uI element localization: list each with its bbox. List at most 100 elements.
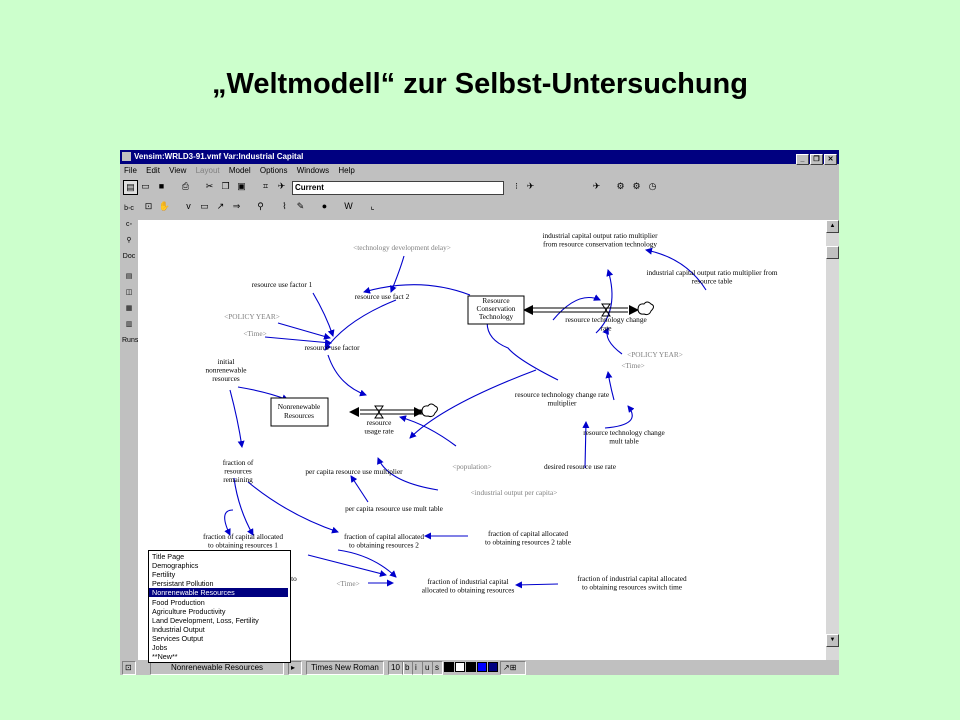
synthesim-icon[interactable]: ✈	[526, 181, 535, 191]
lock-icon[interactable]: ⊡	[144, 201, 153, 211]
causes-tree-icon[interactable]: b◦c	[124, 205, 134, 212]
view-list-item[interactable]: Nonrenewable Resources	[149, 588, 288, 598]
shape-color-swatch[interactable]	[488, 662, 498, 672]
window-titlebar[interactable]: Vensim:WRLD3-91.vmf Var:Industrial Capit…	[120, 150, 839, 165]
chart-tool-icon[interactable]: ⌞	[370, 201, 375, 211]
run-icon[interactable]: ✈	[592, 181, 601, 191]
vertical-scrollbar[interactable]: ▲ ▼	[826, 220, 839, 660]
table-time-icon[interactable]: ▥	[125, 321, 133, 328]
variable[interactable]: per capita resource use mult table	[345, 504, 443, 513]
model-diagram[interactable]: Resource Conservation Technology Nonrene…	[138, 220, 826, 660]
run-name-input[interactable]: Current	[292, 181, 504, 195]
variable[interactable]: desired resource use rate	[544, 462, 616, 471]
scan-icon[interactable]: ⁝	[515, 181, 518, 191]
variable[interactable]: resource use factor	[304, 343, 360, 352]
variable-partial[interactable]: to	[291, 574, 297, 583]
new-model-icon[interactable]: ▤	[123, 180, 138, 195]
view-list-item[interactable]: Agriculture Productivity	[152, 606, 226, 616]
font-name[interactable]: Times New Roman	[306, 661, 384, 675]
text-color-swatch[interactable]	[444, 662, 454, 672]
view-list-item[interactable]: **New**	[152, 652, 178, 662]
cut-icon[interactable]: ✂	[205, 181, 214, 191]
copy-icon[interactable]: ❐	[221, 181, 230, 191]
uses-tree-icon[interactable]: c◦	[126, 221, 132, 228]
graph-icon[interactable]: ◫	[125, 289, 133, 296]
shadow-variable[interactable]: <Time>	[621, 361, 644, 370]
menu-file[interactable]: File	[124, 166, 137, 175]
arrow-color-swatch[interactable]	[477, 662, 487, 672]
menu-windows[interactable]: Windows	[296, 166, 330, 175]
shadow-variable[interactable]: <population>	[452, 462, 491, 471]
variable-icon[interactable]: v	[186, 201, 191, 211]
arrow-tool-icon[interactable]: ↗	[216, 201, 225, 211]
variable[interactable]: industrial capital output ratio multipli…	[646, 268, 777, 286]
comment-icon[interactable]: ✎	[296, 201, 305, 211]
border-color-swatch[interactable]	[466, 662, 476, 672]
paste-icon[interactable]: ▣	[237, 181, 246, 191]
delete-icon[interactable]: ●	[321, 201, 328, 211]
clock-icon[interactable]: ◷	[648, 181, 657, 191]
font-size[interactable]: 10	[388, 661, 404, 675]
shadow-variable[interactable]: <technology development delay>	[353, 243, 451, 252]
view-next-icon[interactable]: ▸	[288, 661, 302, 675]
lock-view-icon[interactable]: ⊡	[122, 661, 136, 675]
graph-tool-icon[interactable]: ⌇	[282, 201, 287, 211]
loops-icon[interactable]: ⚲	[126, 237, 132, 244]
save-icon[interactable]: ■	[158, 181, 165, 191]
doc-tool[interactable]: Doc	[122, 253, 136, 260]
equations-icon[interactable]: W	[344, 201, 353, 211]
hand-icon[interactable]: ✋	[158, 201, 171, 211]
fill-color-swatch[interactable]	[455, 662, 465, 672]
shadow-variable[interactable]: <POLICY YEAR>	[224, 312, 280, 321]
stock-nonrenewable-resources[interactable]: Nonrenewable Resources	[270, 397, 329, 427]
view-list-item[interactable]: Land Development, Loss, Fertility	[152, 615, 259, 625]
scroll-up-icon[interactable]: ▲	[826, 220, 839, 233]
sensitivity-icon[interactable]: ⚙	[616, 181, 625, 191]
stock-resource-conservation-technology[interactable]: Resource Conservation Technology	[467, 295, 525, 325]
level-icon[interactable]: ▭	[200, 201, 209, 211]
menu-view[interactable]: View	[169, 166, 187, 175]
rate-icon[interactable]: ⇒	[232, 201, 241, 211]
view-selector[interactable]: Nonrenewable Resources	[150, 661, 284, 675]
menu-options[interactable]: Options	[259, 166, 288, 175]
variable[interactable]: resource use fact 2	[355, 292, 410, 301]
shadow-variable[interactable]: <industrial output per capita>	[471, 488, 558, 497]
model-var-icon[interactable]: ⚲	[257, 201, 264, 211]
view-list-item[interactable]: Food Production	[152, 597, 205, 607]
table-icon[interactable]: ▦	[125, 305, 133, 312]
menu-layout[interactable]: Layout	[195, 166, 220, 175]
shadow-variable[interactable]: <Time>	[336, 579, 359, 588]
view-list-item[interactable]: Industrial Output	[152, 624, 205, 634]
view-list-item[interactable]: Fertility	[152, 570, 176, 580]
shadow-variable[interactable]: <Time>	[243, 329, 266, 338]
app-icon[interactable]	[122, 152, 131, 161]
view-list-item[interactable]: Demographics	[152, 561, 199, 571]
view-list-item[interactable]: Persistant Pollution	[152, 579, 214, 589]
menu-edit[interactable]: Edit	[146, 166, 160, 175]
variable[interactable]: industrial capital output ratio multipli…	[542, 231, 658, 249]
simulate-icon[interactable]: ✈	[277, 181, 286, 191]
menu-help[interactable]: Help	[338, 166, 355, 175]
scroll-thumb[interactable]	[826, 246, 839, 259]
optimize-icon[interactable]: ⚙	[632, 181, 641, 191]
view-list-item[interactable]: Title Page	[152, 552, 185, 561]
strike-toggle[interactable]: s	[432, 661, 443, 675]
variable[interactable]: fraction of industrial capital allocated…	[577, 574, 687, 592]
close-icon[interactable]: ✕	[824, 154, 837, 165]
print-icon[interactable]: ⎙	[181, 181, 190, 191]
restore-icon[interactable]: ❐	[810, 154, 823, 165]
arrow-style-icon[interactable]: ↗⊞	[500, 661, 526, 675]
open-folder-icon[interactable]: ▭	[141, 181, 150, 191]
shadow-variable[interactable]: <POLICY YEAR>	[627, 350, 683, 359]
variable[interactable]: per capita resource use multiplier	[305, 467, 403, 476]
